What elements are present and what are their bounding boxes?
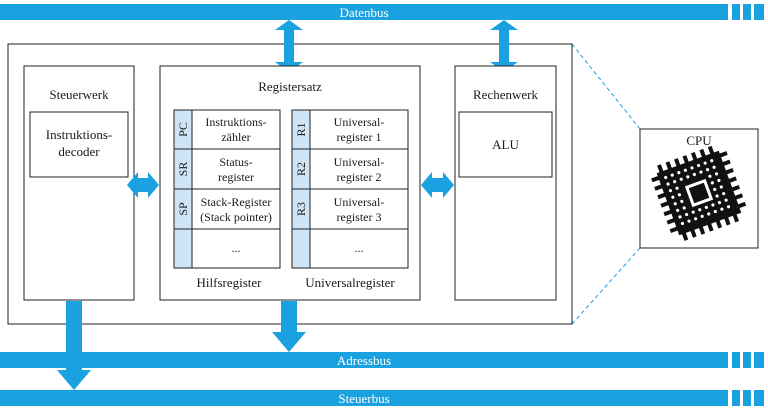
register-r1-line1: Universal- <box>334 115 385 129</box>
zoom-line-bottom <box>571 247 641 325</box>
registersatz-title: Registersatz <box>258 79 322 94</box>
control-bus-label: Steuerbus <box>338 391 389 406</box>
register-tag-r3: R3 <box>294 202 308 216</box>
register-r3-line1: Universal- <box>334 195 385 209</box>
address-bus-label: Adressbus <box>337 353 391 368</box>
alu-label: ALU <box>492 137 519 152</box>
arrow-registersatz-rechenwerk <box>421 172 454 198</box>
general-registers: R1 Universal- register 1 R2 Universal- r… <box>291 109 409 269</box>
register-tag-pc: PC <box>176 122 190 137</box>
register-sr-line2: register <box>218 170 254 184</box>
register-sr-line1: Status- <box>219 155 252 169</box>
special-registers-caption: Hilfsregister <box>197 275 263 290</box>
register-tag-sp: SP <box>176 202 190 216</box>
register-tag-r2: R2 <box>294 162 308 176</box>
register-sp-line2: (Stack pointer) <box>200 210 272 224</box>
data-bus-label: Datenbus <box>339 5 388 20</box>
data-bus: Datenbus <box>0 4 764 20</box>
arrow-datenbus-registersatz <box>275 20 303 72</box>
rechenwerk-title: Rechenwerk <box>473 87 538 102</box>
steuerwerk-title: Steuerwerk <box>49 87 109 102</box>
register-general-ellipsis: ... <box>355 241 364 255</box>
register-r3-line2: register 3 <box>337 210 382 224</box>
arrow-registersatz-adressbus <box>272 301 306 352</box>
register-tag-sr: SR <box>176 162 190 177</box>
arrow-steuerwerk-steuerbus <box>57 301 91 390</box>
register-r1-line2: register 1 <box>337 130 382 144</box>
steuerwerk-box <box>23 65 135 301</box>
control-bus: Steuerbus <box>0 390 764 406</box>
decoder-label-line2: decoder <box>58 144 100 159</box>
address-bus: Adressbus <box>0 352 764 368</box>
register-pc-line2: zähler <box>221 130 250 144</box>
cpu-chip-icon <box>651 145 747 241</box>
special-registers: PC Instruktions- zähler SR Status- regis… <box>173 109 281 269</box>
decoder-label-line1: Instruktions- <box>46 127 112 142</box>
register-r2-line1: Universal- <box>334 155 385 169</box>
register-tag-r1: R1 <box>294 122 308 136</box>
instruction-decoder-box <box>29 111 129 178</box>
register-pc-line1: Instruktions- <box>205 115 266 129</box>
registersatz-box <box>159 65 421 301</box>
rechenwerk-box <box>454 65 557 301</box>
register-r2-line2: register 2 <box>337 170 382 184</box>
cpu-label: CPU <box>686 133 712 148</box>
general-registers-caption: Universalregister <box>305 275 395 290</box>
alu-box <box>458 111 553 178</box>
arrow-steuerwerk-registersatz <box>127 172 159 198</box>
register-sp-line1: Stack-Register <box>201 195 272 209</box>
zoom-line-top <box>571 43 641 130</box>
arrow-datenbus-rechenwerk <box>490 20 518 72</box>
register-special-ellipsis: ... <box>232 241 241 255</box>
